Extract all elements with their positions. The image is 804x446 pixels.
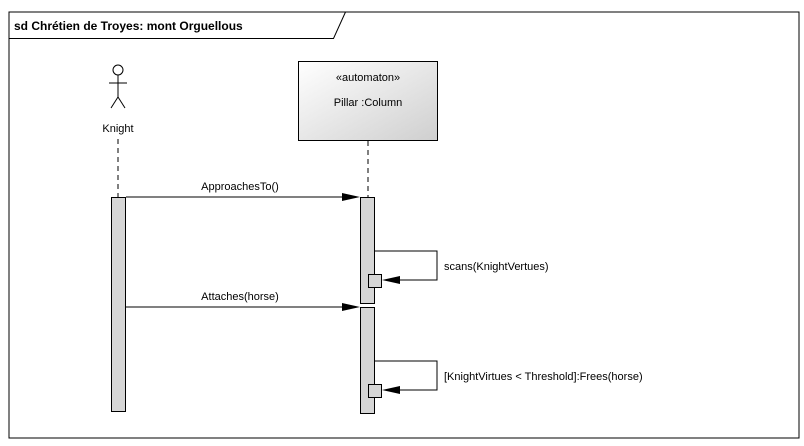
arrowhead-icon: [382, 386, 400, 394]
diagram-frame: sd Chrétien de Troyes: mont Orguellous: [8, 11, 800, 439]
message-label: scans(KnightVertues): [444, 261, 549, 273]
activation-bar: [111, 197, 126, 412]
object-box: [298, 61, 438, 141]
lifeline-knight: Knight: [102, 64, 134, 412]
nested-activation-bar: [368, 274, 382, 288]
message-attaches: Attaches(horse): [126, 291, 360, 311]
lifeline-pillar: «automaton» Pillar :Column: [298, 61, 438, 414]
actor-icon: [109, 64, 127, 109]
nested-activation-bar: [368, 384, 382, 398]
message-label: Attaches(horse): [201, 291, 279, 303]
frame-title: sd Chrétien de Troyes: mont Orguellous: [14, 19, 243, 33]
arrowhead-icon: [342, 193, 360, 201]
message-label: ApproachesTo(): [201, 181, 279, 193]
message-line: [375, 250, 438, 281]
message-frees: [KnightVirtues < Threshold]:Frees(horse): [375, 360, 643, 394]
arrowhead-icon: [382, 276, 400, 284]
message-scans: scans(KnightVertues): [375, 250, 549, 284]
arrowhead-icon: [342, 303, 360, 311]
message-line: [375, 360, 438, 391]
actor-name: Knight: [102, 123, 133, 135]
message-label: [KnightVirtues < Threshold]:Frees(horse): [444, 371, 643, 383]
object-name: Pillar :Column: [334, 97, 402, 109]
object-stereotype: «automaton»: [336, 72, 400, 84]
message-approaches-to: ApproachesTo(): [126, 181, 360, 201]
